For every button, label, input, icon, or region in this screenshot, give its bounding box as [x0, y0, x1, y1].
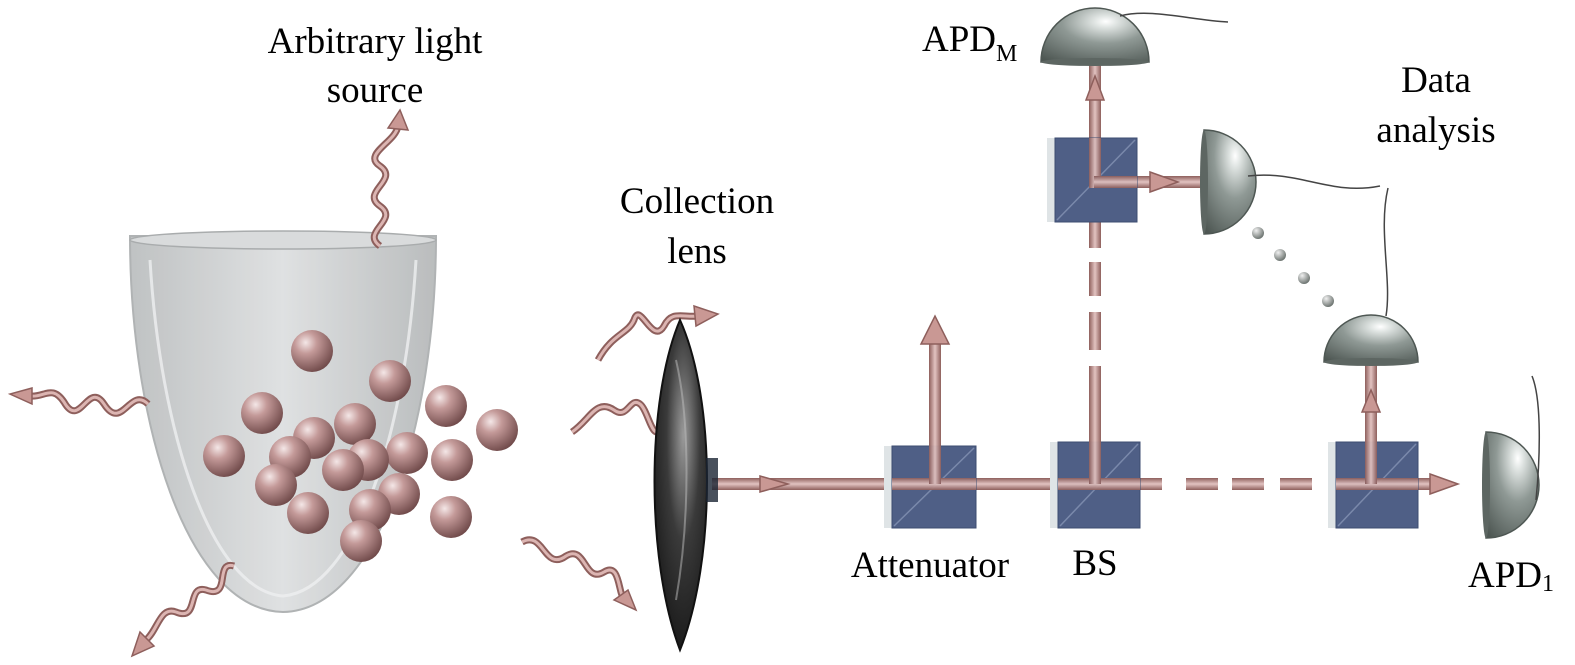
sphere-emitter-icon	[287, 492, 329, 534]
photon-down-left	[130, 562, 236, 658]
sphere-emitter-icon	[430, 496, 472, 538]
sphere-emitter-icon	[334, 403, 376, 445]
beam-dash	[1089, 312, 1101, 350]
attenuator-label: Attenuator	[851, 545, 1009, 586]
source-bowl	[128, 230, 438, 614]
photon-left	[7, 387, 151, 417]
sphere-emitter-icon	[476, 409, 518, 451]
middle-detector	[1323, 187, 1419, 366]
lens-label-line1: Collection	[620, 181, 774, 222]
apd-m-label: APDM	[922, 19, 1017, 67]
bs-label: BS	[1072, 543, 1117, 584]
beam-dash	[1280, 478, 1312, 490]
apd-1-detector	[1482, 375, 1540, 539]
beam-dash	[1089, 216, 1101, 248]
beam-dash	[1089, 366, 1101, 442]
beam-dash	[1186, 478, 1218, 490]
beam-through-cubes	[892, 138, 1418, 490]
photon-to-lens-lower	[569, 398, 663, 436]
photon-up	[370, 108, 410, 249]
lens-label-line2: lens	[667, 231, 727, 272]
sphere-emitter-icon	[431, 439, 473, 481]
emitter-spheres	[203, 330, 518, 562]
beam-arrowheads	[759, 73, 1461, 496]
sphere-emitter-icon	[369, 360, 411, 402]
sphere-emitter-icon	[322, 449, 364, 491]
apd-m-detector	[1040, 7, 1229, 66]
sphere-emitter-icon	[203, 435, 245, 477]
labels: Arbitrary light source Collection lens A…	[268, 19, 1554, 597]
source-label-line1: Arbitrary light	[268, 21, 483, 62]
data-analysis-label-line1: Data	[1401, 60, 1471, 101]
sphere-emitter-icon	[255, 464, 297, 506]
beam-paths	[712, 62, 1436, 490]
photon-down-right	[520, 536, 638, 612]
sphere-emitter-icon	[386, 432, 428, 474]
photon-to-lens-upper	[594, 304, 720, 362]
sphere-emitter-icon	[425, 385, 467, 427]
sphere-emitter-icon	[340, 520, 382, 562]
sphere-emitter-icon	[291, 330, 333, 372]
detector-ellipsis	[1252, 227, 1334, 307]
data-analysis-label-line2: analysis	[1376, 110, 1495, 151]
source-label-line2: source	[327, 70, 424, 111]
collection-lens	[653, 317, 718, 653]
sphere-emitter-icon	[241, 392, 283, 434]
side-detector	[1200, 129, 1381, 235]
apd-1-label: APD1	[1468, 555, 1554, 597]
beam-dash	[1089, 262, 1101, 296]
beam-dash	[1232, 478, 1264, 490]
